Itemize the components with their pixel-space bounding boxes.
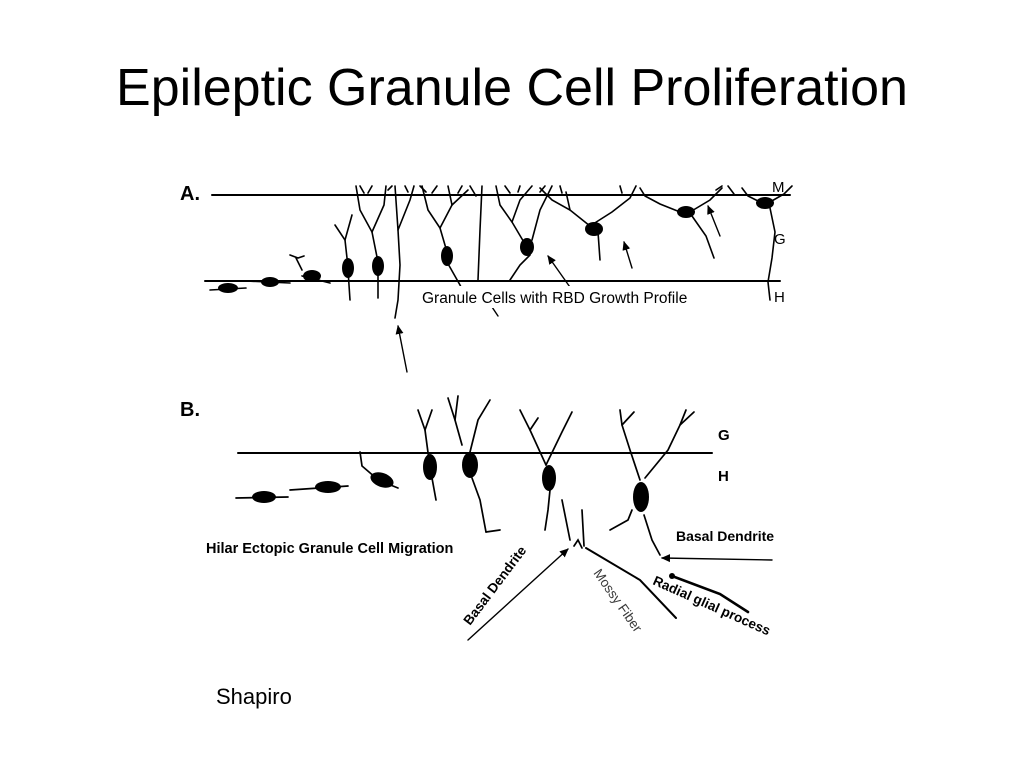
panel-a-layer-g: G (774, 231, 786, 248)
panel-a (204, 185, 793, 373)
panel-b-layer-h: H (718, 468, 729, 485)
panel-b-somata (252, 452, 675, 579)
panel-b-layer-g: G (718, 427, 730, 444)
panel-a-layer-h: H (774, 289, 785, 306)
panel-b-caption: Hilar Ectopic Granule Cell Migration (206, 541, 453, 557)
panel-b-label: B. (180, 399, 200, 421)
panel-b-mossy-fiber: Mossy Fiber (591, 566, 646, 635)
slide-title: Epileptic Granule Cell Proliferation (116, 59, 908, 117)
panel-a-caption: Granule Cells with RBD Growth Profile (422, 290, 687, 307)
panel-a-somata (218, 197, 774, 293)
slide-credit: Shapiro (216, 684, 292, 709)
panel-b-arrows (467, 548, 773, 641)
panel-a-layer-m: M (772, 179, 785, 196)
panel-b-radial-glial: Radial glial process (651, 573, 773, 638)
panel-b (235, 395, 773, 641)
panel-a-label: A. (180, 183, 200, 205)
panel-b-basal-dendrite-right: Basal Dendrite (676, 528, 774, 544)
